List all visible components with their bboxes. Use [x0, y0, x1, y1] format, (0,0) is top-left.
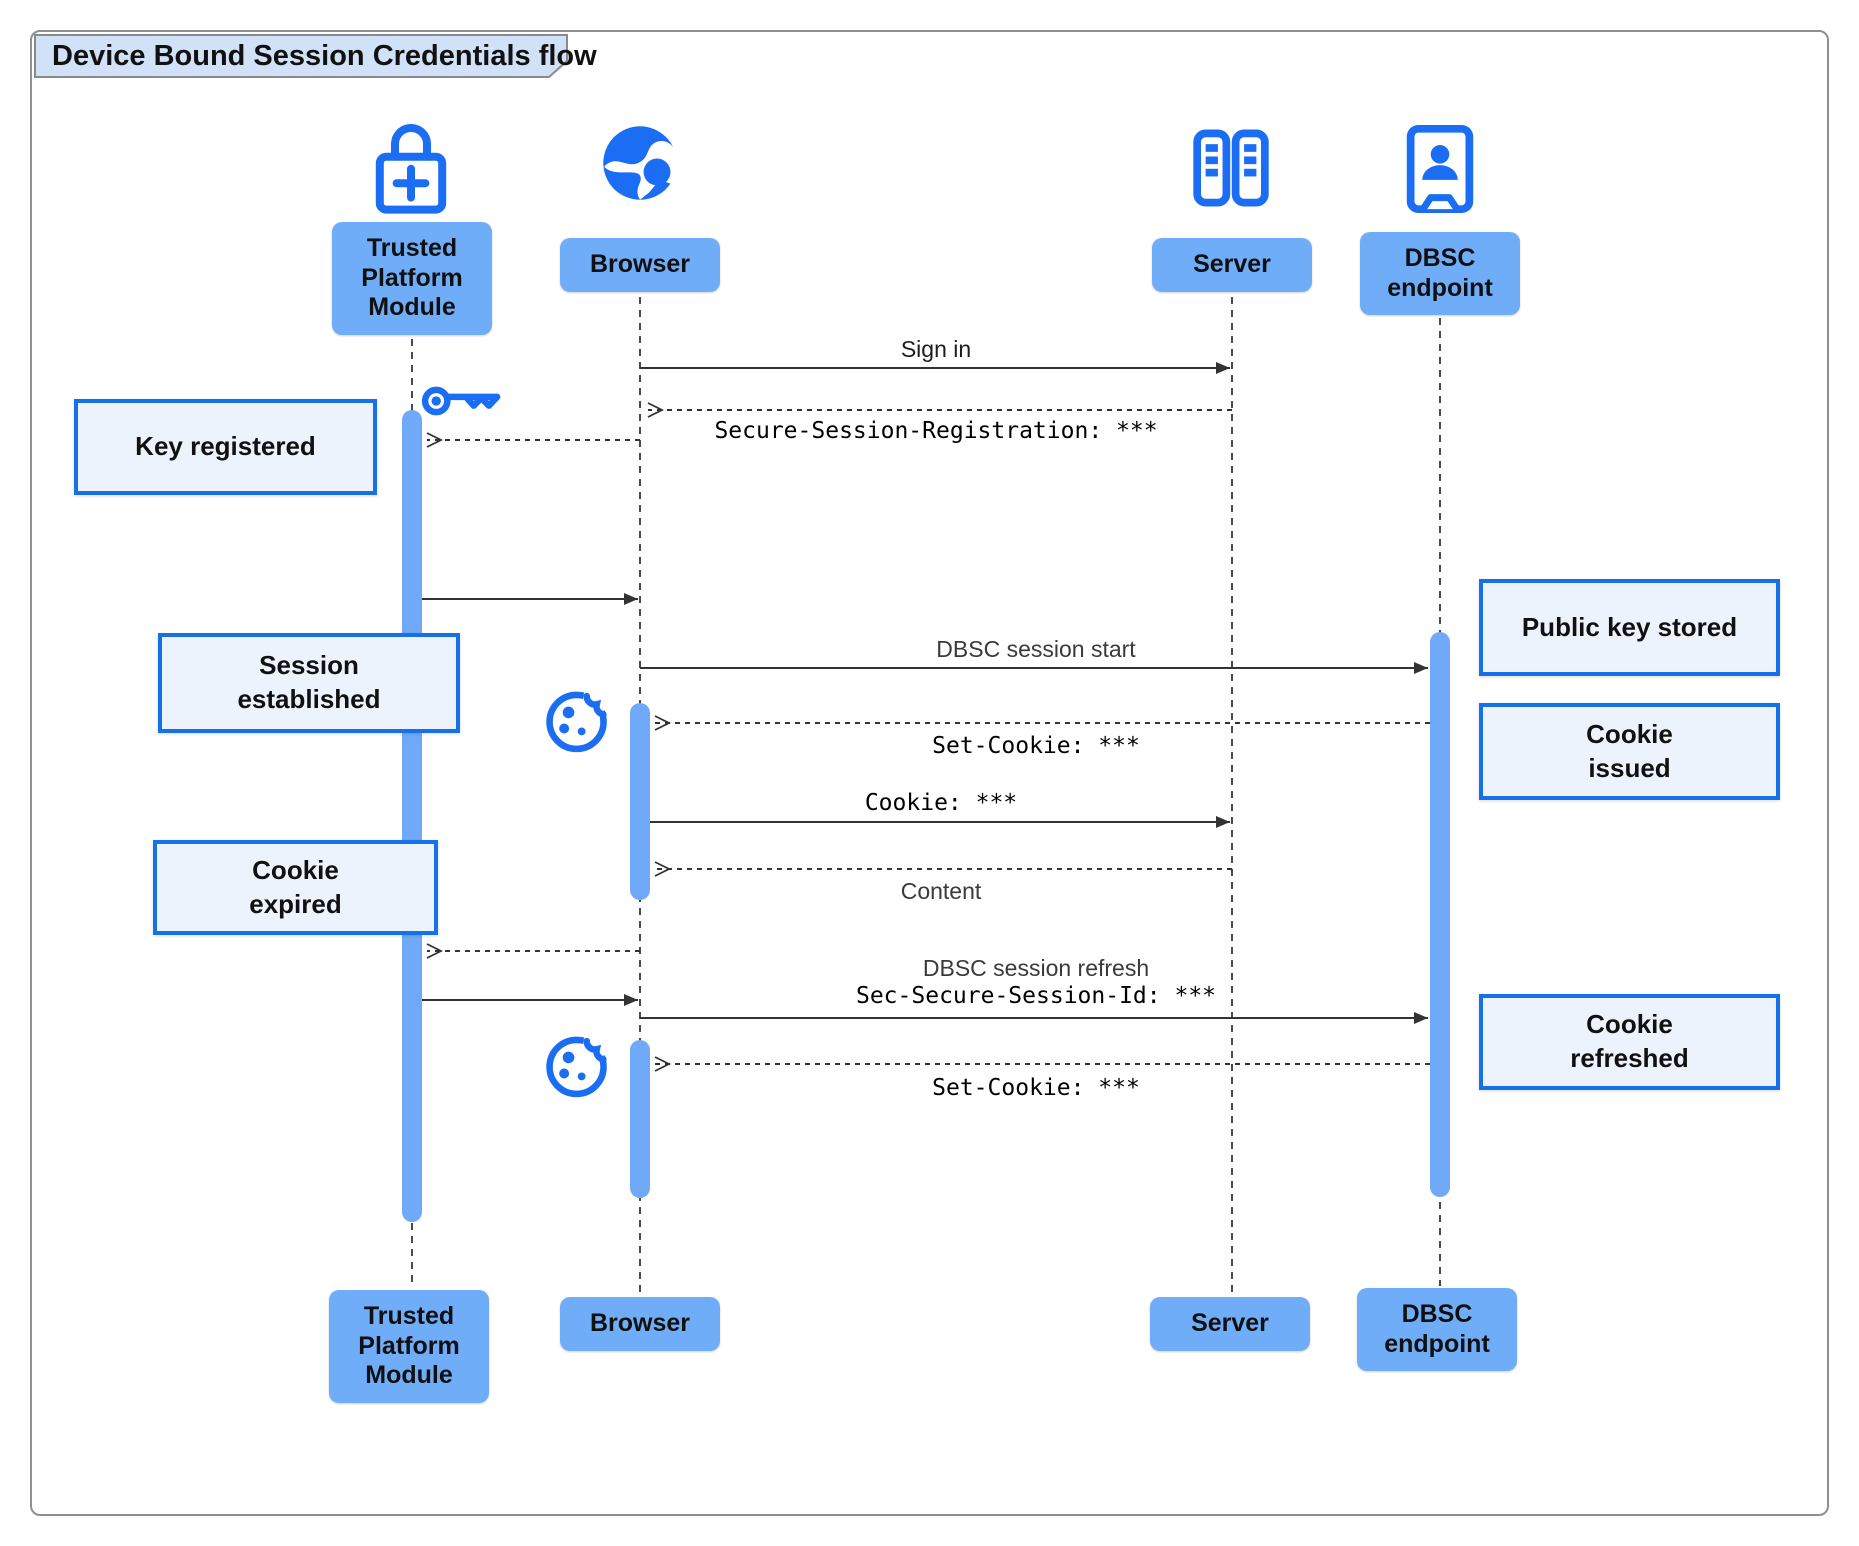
note-session-established: Session established — [158, 633, 460, 733]
note-cookie-refreshed: Cookie refreshed — [1479, 994, 1780, 1090]
note-public-key-stored: Public key stored — [1479, 579, 1780, 676]
actor-bottom-browser: Browser — [560, 1297, 720, 1351]
id-badge-icon — [1406, 124, 1474, 214]
activation-bar-browser-1 — [630, 703, 650, 900]
actor-top-tpm: Trusted Platform Module — [332, 222, 492, 335]
actor-bottom-tpm: Trusted Platform Module — [329, 1290, 489, 1403]
activation-bar-browser-2 — [630, 1040, 650, 1198]
label-secure-session-registration: Secure-Session-Registration: *** — [714, 418, 1158, 444]
label-cookie: Cookie: *** — [864, 790, 1018, 816]
label-content: Content — [900, 878, 982, 904]
cookie-icon — [546, 1029, 611, 1098]
title-tab — [34, 34, 568, 78]
label-sign-in: Sign in — [900, 336, 972, 362]
title-tab-shape — [34, 34, 568, 78]
label-dbsc-session-start: DBSC session start — [936, 636, 1136, 662]
actor-bottom-server: Server — [1150, 1297, 1310, 1351]
lock-plus-icon — [375, 124, 447, 214]
activation-bar-dbsc-endpoint — [1430, 632, 1450, 1197]
diagram-title: Device Bound Session Credentials flow — [52, 40, 597, 72]
cookie-icon — [546, 684, 611, 753]
key-icon — [421, 386, 501, 416]
actor-top-dbsc-endpoint: DBSC endpoint — [1360, 232, 1520, 315]
note-key-registered: Key registered — [74, 399, 377, 495]
activation-bar-tpm — [402, 410, 422, 1222]
actor-top-server: Server — [1152, 238, 1312, 292]
label-dbsc-session-refresh: DBSC session refresh — [922, 955, 1150, 981]
globe-icon — [603, 126, 678, 200]
note-cookie-expired: Cookie expired — [153, 840, 438, 935]
actor-bottom-dbsc-endpoint: DBSC endpoint — [1357, 1288, 1517, 1371]
actor-top-browser: Browser — [560, 238, 720, 292]
note-cookie-issued: Cookie issued — [1479, 703, 1780, 800]
label-set-cookie-2: Set-Cookie: *** — [932, 1075, 1140, 1101]
server-rack-icon — [1193, 129, 1269, 207]
label-sec-secure-session-id: Sec-Secure-Session-Id: *** — [855, 983, 1217, 1009]
label-set-cookie-1: Set-Cookie: *** — [932, 733, 1140, 759]
